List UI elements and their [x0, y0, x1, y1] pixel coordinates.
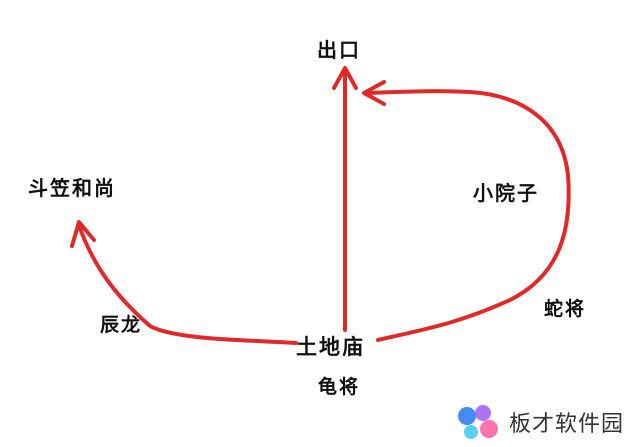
watermark: 板才软件园	[455, 402, 624, 442]
arrow-temple-to-douli	[78, 226, 298, 345]
label-snake-general: 蛇将	[544, 298, 587, 320]
label-exit: 出口	[317, 38, 361, 62]
arrow-temple-to-exit-loop	[364, 89, 571, 342]
label-turtle-general: 龟将	[318, 376, 361, 398]
label-land-temple: 土地庙	[296, 334, 365, 359]
label-douli-monk: 斗笠和尚	[28, 176, 116, 200]
arrow-head-loop	[362, 80, 386, 106]
watermark-text: 板才软件园	[509, 412, 625, 437]
bubble-logo-icon	[455, 402, 501, 442]
label-chen-dragon: 辰龙	[100, 314, 143, 336]
label-small-yard: 小院子	[473, 181, 539, 205]
arrow-head-douli	[70, 220, 96, 248]
arrow-head-exit	[332, 66, 358, 90]
